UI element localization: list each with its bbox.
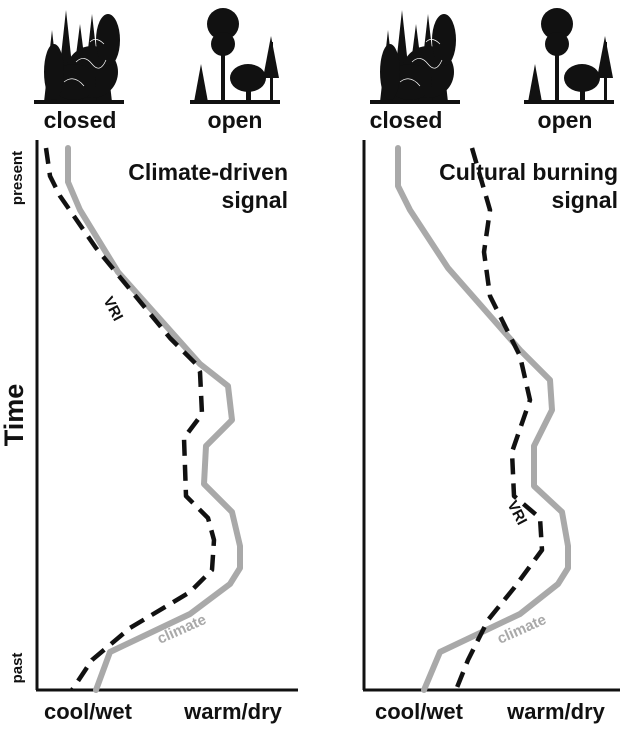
- vri-label: VRI: [503, 498, 530, 528]
- panel-title-line2: signal: [552, 187, 618, 213]
- closed-forest-icon: [33, 9, 125, 105]
- open-forest-icon: [524, 8, 614, 104]
- vri-label: VRI: [99, 294, 126, 324]
- panel-title-line1: Cultural burning: [439, 159, 618, 185]
- vri-line: [453, 147, 545, 691]
- header-closed: closed: [44, 107, 117, 133]
- panel-climate-driven: closed open Climate-driven signal VRI cl…: [33, 8, 298, 724]
- x-label-cool-wet: cool/wet: [44, 699, 133, 724]
- panel-title-line1: Climate-driven: [128, 159, 288, 185]
- climate-line: [395, 145, 571, 693]
- closed-forest-icon: [369, 9, 461, 105]
- x-label-cool-wet: cool/wet: [375, 699, 464, 724]
- header-open: open: [538, 107, 593, 133]
- vri-line: [43, 147, 217, 692]
- header-open: open: [208, 107, 263, 133]
- climate-line: [65, 145, 243, 693]
- y-axis-title: Time: [0, 384, 29, 447]
- y-tick-past: past: [9, 653, 26, 684]
- header-closed: closed: [370, 107, 443, 133]
- x-label-warm-dry: warm/dry: [506, 699, 606, 724]
- panel-title-line2: signal: [222, 187, 288, 213]
- climate-label: climate: [495, 611, 549, 648]
- x-label-warm-dry: warm/dry: [183, 699, 283, 724]
- y-tick-present: present: [9, 151, 26, 205]
- open-forest-icon: [190, 8, 280, 104]
- panel-cultural-burning: closed open Cultural burning signal VRI …: [362, 8, 620, 724]
